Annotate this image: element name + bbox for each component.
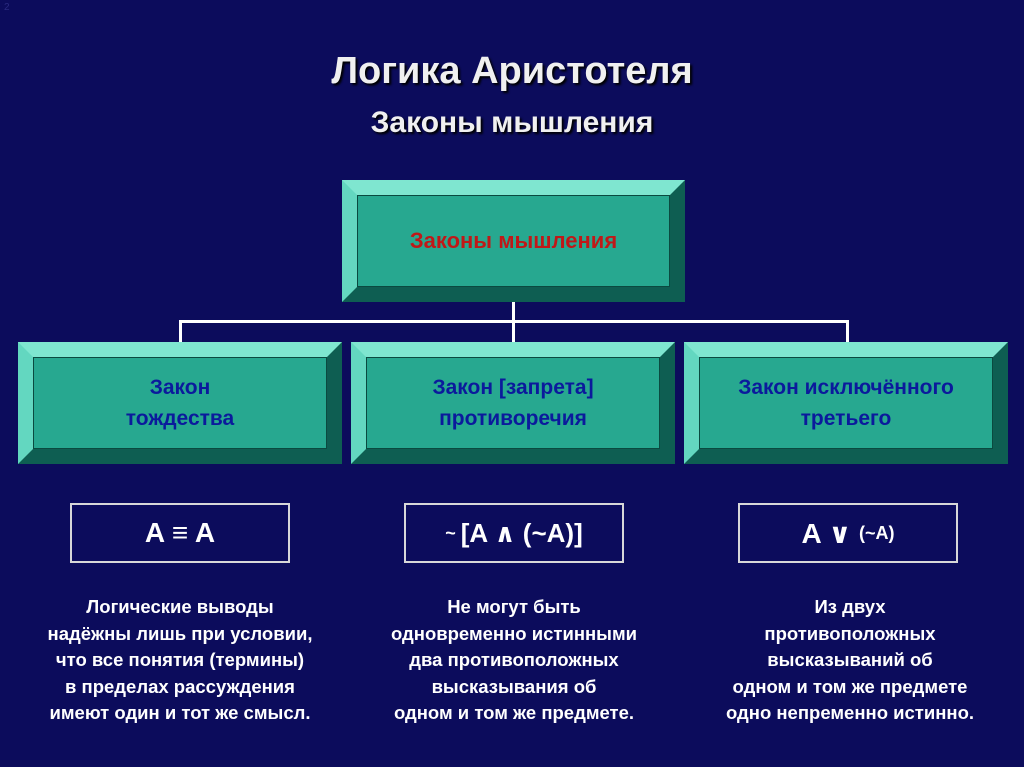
page-title: Логика Аристотеля <box>331 50 693 92</box>
law-excluded-middle-node: Закон исключённого третьего <box>684 342 1008 464</box>
law-identity-label: Закон тождества <box>33 357 327 449</box>
law-contradiction-node: Закон [запрета] противоречия <box>351 342 675 464</box>
connector-right-drop <box>846 320 849 342</box>
formula-contradiction-negation: ~ <box>445 522 461 543</box>
description-identity: Логические выводы надёжны лишь при услов… <box>47 596 313 723</box>
connector-root-stem <box>512 302 515 322</box>
formula-identity-text: A ≡ A <box>144 517 216 548</box>
formula-excluded-middle-text: A ∨ <box>801 517 859 549</box>
root-node-label: Законы мышления <box>357 195 670 287</box>
formula-excluded-middle-small: (~A) <box>858 522 895 543</box>
law-contradiction-label: Закон [запрета] противоречия <box>366 357 660 449</box>
description-excluded-middle: Из двух противоположных высказываний об … <box>725 596 975 723</box>
law-excluded-middle-label: Закон исключённого третьего <box>699 357 993 449</box>
root-node: Законы мышления <box>342 180 685 302</box>
page-subtitle: Законы мышления <box>370 106 654 139</box>
formula-contradiction: ~ [A ∧ (~A)] <box>404 503 624 563</box>
formula-excluded-middle: A ∨ (~A) <box>738 503 958 563</box>
formula-identity: A ≡ A <box>70 503 290 563</box>
law-identity-node: Закон тождества <box>18 342 342 464</box>
formula-contradiction-text: [A ∧ (~A)] <box>460 517 583 548</box>
connector-center-drop <box>512 320 515 342</box>
connector-left-drop <box>179 320 182 342</box>
slide-number: 2 <box>4 2 10 13</box>
description-contradiction: Не могут быть одновременно истинными два… <box>390 596 638 723</box>
